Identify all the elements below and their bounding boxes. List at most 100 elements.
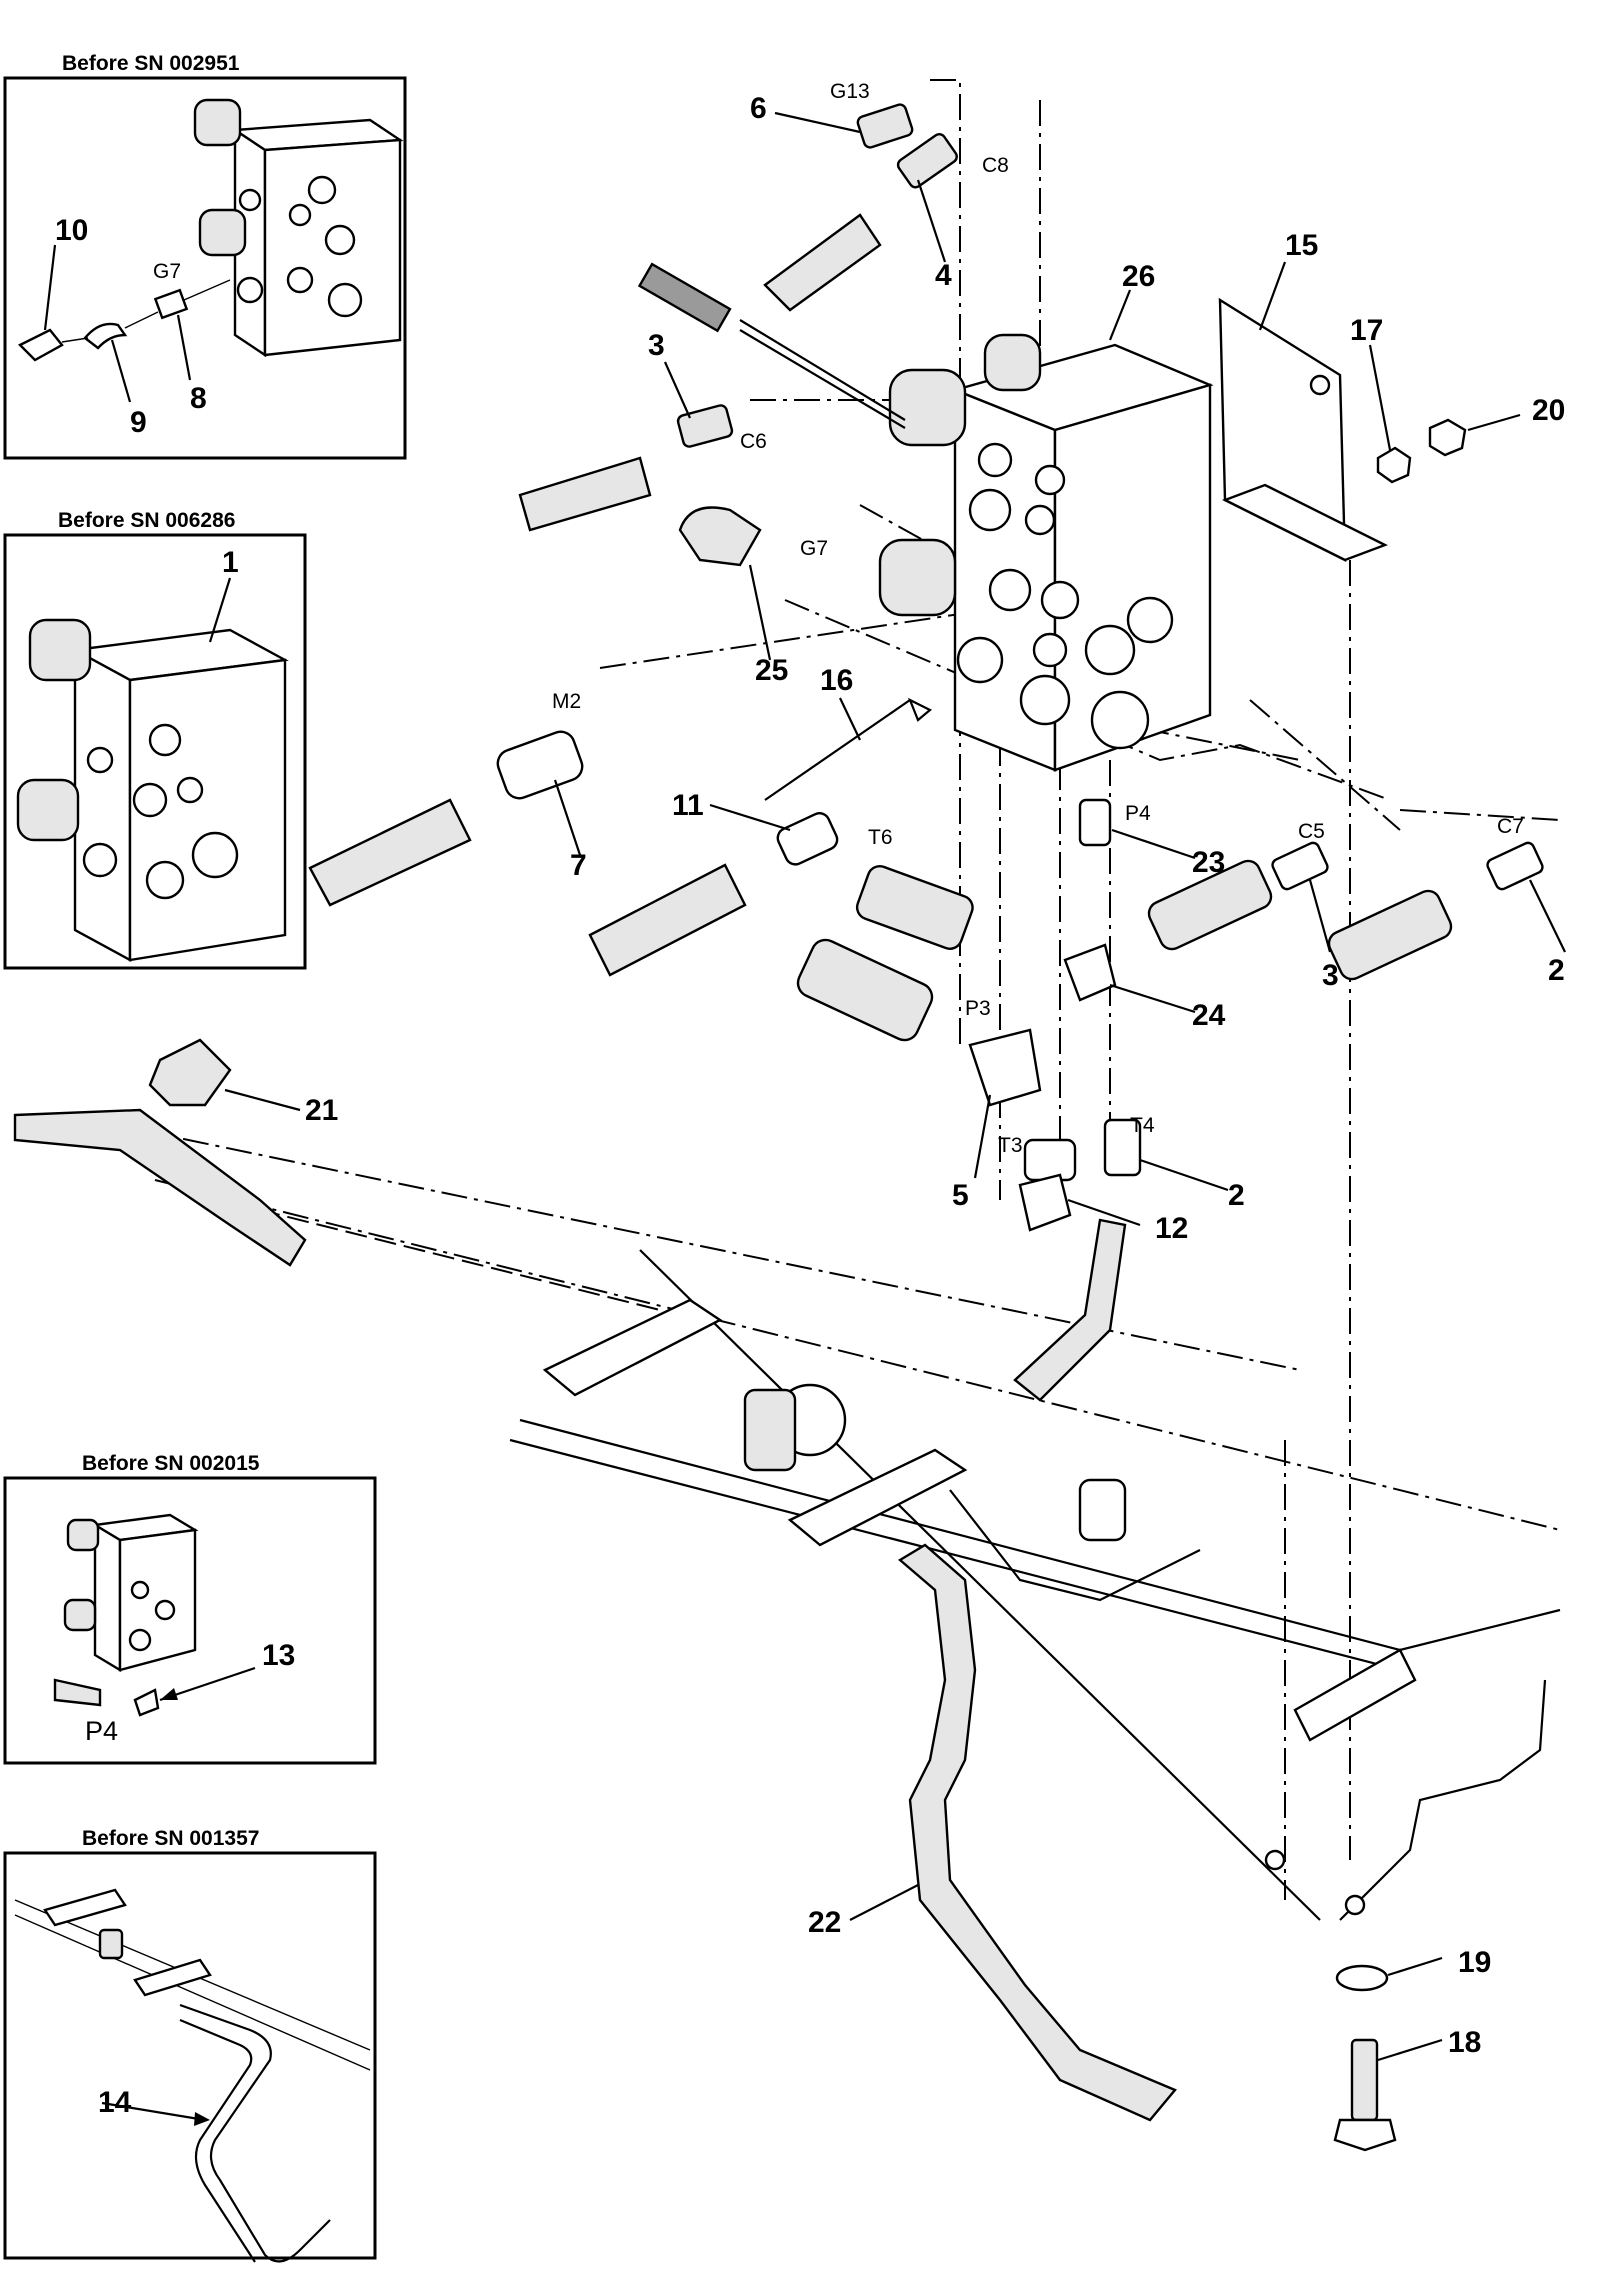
port-label-c5: C5	[1298, 820, 1325, 843]
port-label-t6: T6	[868, 826, 893, 849]
valve-block-inset	[16, 618, 289, 963]
callout-23: 23	[1192, 846, 1225, 879]
inset-before-sn-002951: Before SN 002951 10 9 8 G7	[3, 52, 407, 460]
fitting-4	[896, 132, 958, 189]
hose-c7	[1327, 889, 1453, 981]
port-label-g13: G13	[830, 80, 870, 103]
callout-26: 26	[1122, 260, 1155, 293]
callout-13: 13	[262, 1639, 295, 1672]
main-valve-block-26	[878, 333, 1214, 772]
callout-3-c5: 3	[1322, 959, 1339, 992]
fitting-3-c5	[1271, 841, 1329, 891]
port-label-c8: C8	[982, 154, 1009, 177]
elbow-5	[968, 1028, 1042, 1107]
hose-m2	[308, 798, 472, 907]
callout-11: 11	[672, 789, 704, 822]
callout-15: 15	[1285, 229, 1318, 262]
callout-25: 25	[755, 654, 788, 687]
callout-16: 16	[820, 664, 853, 697]
fitting-23	[1078, 798, 1112, 847]
port-label-m2: M2	[552, 690, 581, 713]
fitting-3-top	[676, 404, 734, 448]
callout-2-t4: 2	[1228, 1179, 1245, 1212]
connector-harness	[637, 262, 906, 429]
port-label-t4: T4	[1130, 1114, 1155, 1137]
callout-24: 24	[1192, 999, 1226, 1032]
inset-title: Before SN 002015	[82, 1452, 260, 1475]
inset-title: Before SN 006286	[58, 509, 235, 532]
inset-title: Before SN 002951	[62, 52, 240, 75]
fitting-2-t4	[1103, 1118, 1142, 1177]
callout-6: 6	[750, 92, 767, 125]
fitting-7	[496, 730, 584, 800]
valve-block-small	[193, 98, 404, 358]
callout-21: 21	[305, 1094, 338, 1127]
fitting-t3	[1023, 1138, 1077, 1182]
washer-19	[1335, 1964, 1389, 1992]
fitting-8	[153, 288, 189, 320]
port-label-g7-inset: G7	[153, 260, 181, 283]
inset-before-sn-006286: Before SN 006286 1	[3, 509, 307, 970]
fitting-6	[856, 103, 914, 149]
valve-block-mini	[63, 1513, 199, 1673]
callout-4: 4	[935, 259, 952, 292]
port-labels: G13 C8 C6 G7 M2 T6 P4 C5 C7 P3 T3 T4	[552, 80, 1524, 1157]
fitting-10	[17, 328, 64, 362]
callout-17: 17	[1350, 314, 1383, 347]
hose-t6	[588, 863, 747, 977]
callout-19: 19	[1458, 1946, 1491, 1979]
hose-c6	[518, 456, 652, 532]
callout-1: 1	[222, 546, 239, 579]
hose-22	[897, 1543, 1177, 2122]
elbow-12	[1018, 1173, 1072, 1232]
port-label-c6: C6	[740, 430, 767, 453]
port-label-c7: C7	[1497, 815, 1524, 838]
hose-c5	[1147, 859, 1273, 951]
callout-3-top: 3	[648, 329, 665, 362]
fitting-11	[776, 812, 839, 866]
frame	[509, 1249, 1561, 1921]
callout-5: 5	[952, 1179, 969, 1212]
callout-7: 7	[570, 849, 587, 882]
callout-14: 14	[98, 2086, 132, 2119]
callout-8: 8	[190, 382, 207, 415]
tube-t4	[1013, 1218, 1127, 1402]
port-label-p4: P4	[1125, 802, 1151, 825]
callout-10: 10	[55, 214, 88, 247]
hose-p3	[796, 938, 934, 1042]
fitting-2-c7	[1486, 841, 1544, 891]
leader-lines	[224, 111, 1566, 2062]
bolt-head-18	[1333, 2118, 1397, 2152]
port-label-p4-inset: P4	[85, 1716, 118, 1746]
bracket-15	[1218, 297, 1388, 562]
elbow-24	[1063, 943, 1117, 1002]
elbow-25	[678, 506, 762, 567]
inset-frame	[3, 1851, 377, 2260]
inset-frame	[3, 1476, 377, 1765]
port-label-t3: T3	[998, 1134, 1023, 1157]
callout-numbers: 6 4 26 15 17 20 3 25 16 7 11 23 3 2 24 2…	[305, 92, 1565, 2059]
cap-21	[148, 1038, 232, 1107]
callout-9: 9	[130, 406, 147, 439]
nut-17	[1376, 446, 1412, 484]
fitting-9	[83, 322, 128, 350]
callout-20: 20	[1532, 394, 1565, 427]
hose-21	[13, 1108, 307, 1267]
hose-c8	[763, 213, 882, 312]
callout-12: 12	[1155, 1212, 1188, 1245]
fitting-13	[133, 1688, 160, 1717]
callout-2-c7: 2	[1548, 954, 1565, 987]
inset-frame	[3, 76, 407, 460]
callout-18: 18	[1448, 2026, 1481, 2059]
hose-p4-inset	[53, 1678, 102, 1707]
inset-before-sn-001357: Before SN 001357 14	[3, 1827, 377, 2263]
bolt-16	[907, 697, 932, 722]
port-label-g7: G7	[800, 537, 828, 560]
inset-title: Before SN 001357	[82, 1827, 259, 1850]
nut-20	[1428, 418, 1467, 457]
callout-22: 22	[808, 1906, 841, 1939]
port-label-p3: P3	[965, 997, 991, 1020]
hose-p4	[855, 864, 974, 950]
bolt-18	[1350, 2038, 1379, 2122]
inset-frame	[3, 533, 307, 970]
